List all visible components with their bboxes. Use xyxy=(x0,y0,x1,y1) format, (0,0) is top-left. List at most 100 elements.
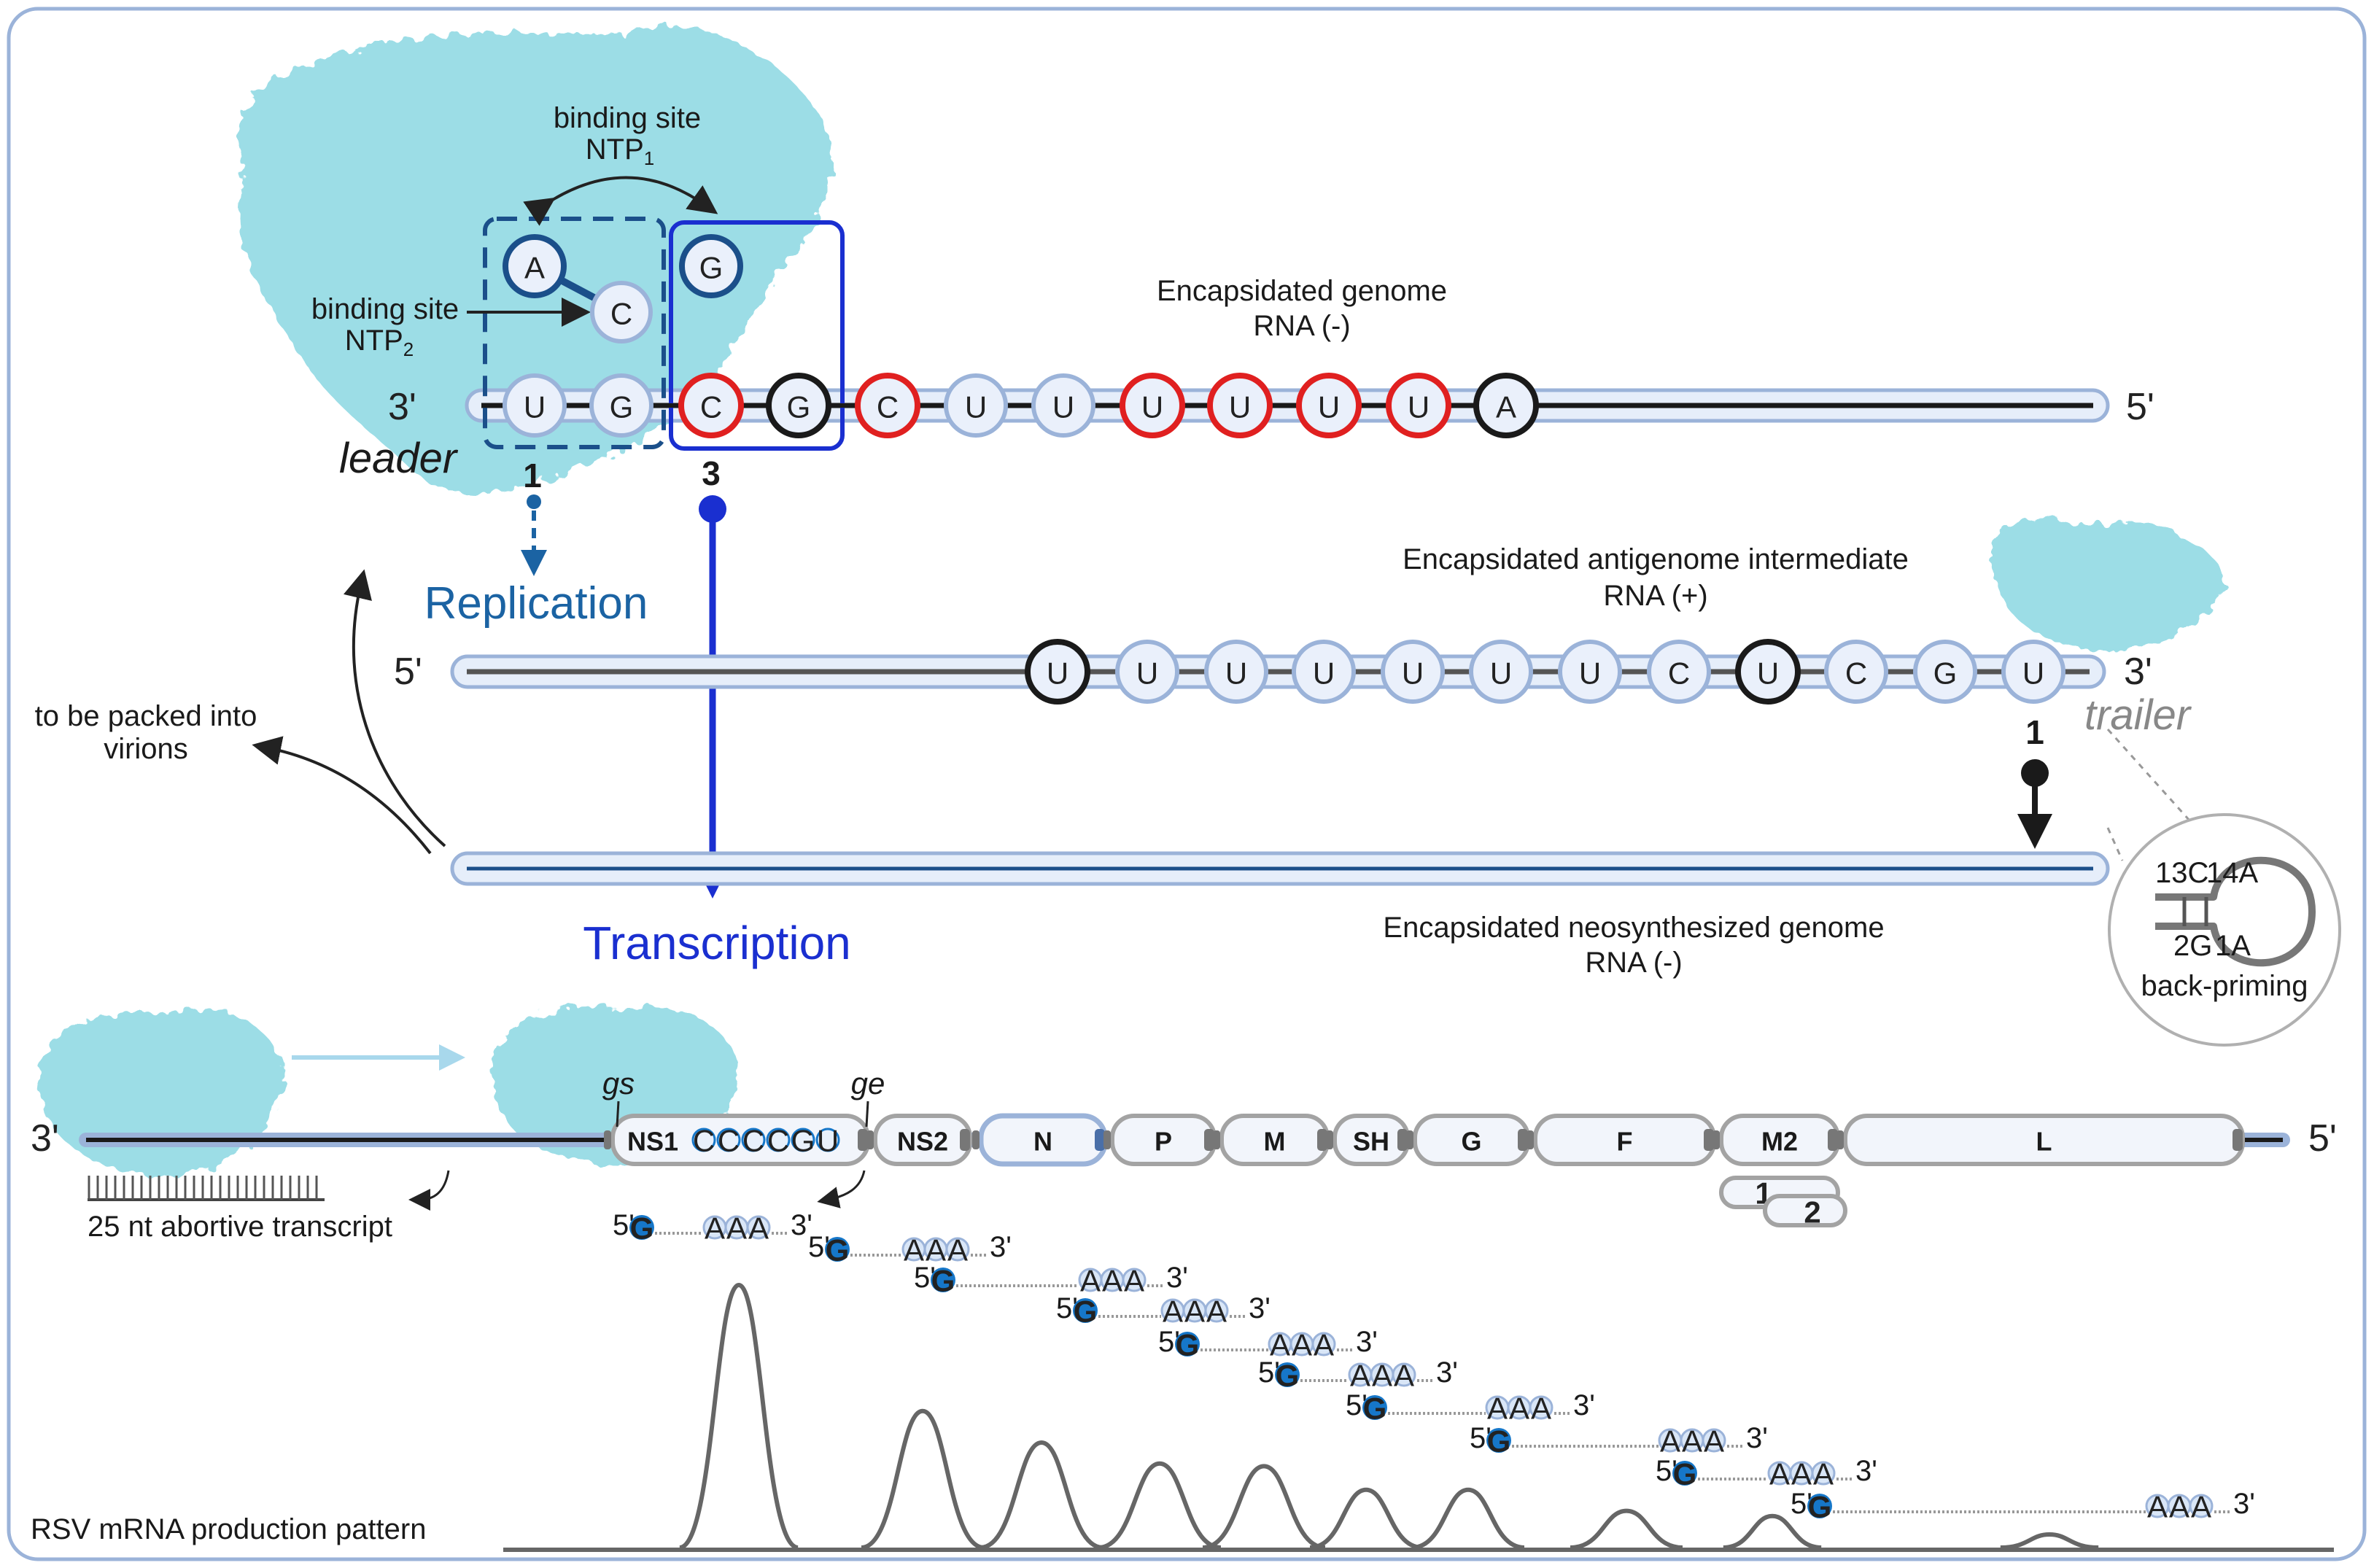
replication-loop-arrow xyxy=(343,569,446,847)
svg-text:3': 3' xyxy=(1746,1422,1768,1454)
svg-text:A: A xyxy=(1270,1328,1290,1362)
antigenome-nt-7: U xyxy=(1558,640,1622,704)
svg-text:A: A xyxy=(1791,1457,1812,1491)
svg-text:C: C xyxy=(700,390,722,424)
primer-nt-C: C xyxy=(590,281,653,344)
genome-nt-7: U xyxy=(1031,373,1095,438)
svg-text:A: A xyxy=(524,251,545,285)
svg-text:A: A xyxy=(947,1233,968,1268)
svg-text:U: U xyxy=(1490,656,1512,691)
svg-text:U: U xyxy=(1047,656,1068,691)
svg-text:A: A xyxy=(1163,1295,1183,1329)
svg-text:C: C xyxy=(610,297,632,331)
svg-text:U: U xyxy=(2022,656,2044,691)
antigenome-nt-6: U xyxy=(1469,640,1533,704)
ntp2-label: NTP2 xyxy=(345,325,414,360)
svg-text:U: U xyxy=(1579,656,1601,691)
svg-text:U: U xyxy=(1402,656,1424,691)
svg-text:G: G xyxy=(1176,1328,1200,1362)
svg-text:G: G xyxy=(787,390,811,424)
svg-text:G: G xyxy=(699,251,724,285)
svg-text:A: A xyxy=(1080,1264,1101,1298)
svg-text:3': 3' xyxy=(990,1231,1012,1263)
antigenome-nt-5: U xyxy=(1381,640,1445,704)
svg-text:A: A xyxy=(1184,1295,1205,1329)
svg-text:A: A xyxy=(1314,1328,1334,1362)
svg-text:L: L xyxy=(2036,1127,2052,1157)
svg-text:C: C xyxy=(1668,656,1690,691)
svg-text:G: G xyxy=(1276,1359,1300,1393)
svg-text:M2: M2 xyxy=(1761,1127,1798,1157)
svg-text:C: C xyxy=(742,1124,764,1158)
peak-ns2 xyxy=(861,1408,985,1550)
antigenome-nt-9: U xyxy=(1735,639,1801,705)
svg-text:U: U xyxy=(1318,390,1340,424)
gene-m2: M2 xyxy=(1712,1114,1840,1166)
antigenome-nt-1: U xyxy=(1025,639,1090,705)
packed-label: to be packed into xyxy=(35,700,257,732)
svg-text:A: A xyxy=(1509,1392,1529,1426)
back-priming-inset xyxy=(2108,813,2341,1047)
ge-label: ge xyxy=(851,1066,885,1101)
svg-text:C: C xyxy=(877,390,899,424)
trailer-label: trailer xyxy=(2084,691,2192,739)
mrna-production-peaks xyxy=(678,1282,2099,1550)
site-1-label: 1 xyxy=(523,457,542,494)
genemap-5prime: 5' xyxy=(2308,1117,2337,1160)
antigenome-nt-2: U xyxy=(1115,640,1179,704)
svg-text:G: G xyxy=(1074,1295,1098,1329)
svg-text:G: G xyxy=(791,1124,815,1158)
peak-m2 xyxy=(1723,1513,1822,1550)
leader-label: leader xyxy=(339,435,459,482)
svg-text:G: G xyxy=(1363,1392,1387,1426)
svg-text:P: P xyxy=(1155,1127,1172,1157)
svg-text:N: N xyxy=(1033,1127,1052,1157)
m2-orfs: 12 xyxy=(1719,1176,1847,1230)
ntp-swap-arrow xyxy=(523,176,718,226)
primer-nt-A: A xyxy=(503,234,567,298)
genome-nt-5: C xyxy=(855,373,920,438)
genome-nt-1: U xyxy=(503,373,567,438)
peak-n xyxy=(980,1440,1103,1550)
antigenome-nt-11: G xyxy=(1913,640,1977,704)
gene-n: N xyxy=(972,1113,1108,1167)
genome-nt-10: U xyxy=(1296,373,1362,438)
replication-label: Replication xyxy=(424,578,648,629)
svg-text:A: A xyxy=(904,1233,924,1268)
svg-text:A: A xyxy=(2191,1490,2211,1524)
svg-text:3': 3' xyxy=(1166,1262,1188,1294)
svg-text:2G: 2G xyxy=(2173,930,2212,962)
svg-text:G: G xyxy=(1933,656,1958,691)
svg-text:M: M xyxy=(1264,1127,1286,1157)
svg-text:A: A xyxy=(748,1211,769,1246)
site-3-label: 3 xyxy=(702,454,721,492)
svg-text:U: U xyxy=(1313,656,1335,691)
packing-arrow xyxy=(252,736,432,855)
genome-nt-12: A xyxy=(1473,373,1539,438)
hairpin-strand xyxy=(2155,856,2316,967)
svg-text:A: A xyxy=(1813,1457,1834,1491)
svg-text:C: C xyxy=(718,1124,740,1158)
svg-text:A: A xyxy=(926,1233,946,1268)
incoming-nt-G: G xyxy=(679,234,743,298)
neogenome-title: Encapsidated neosynthesized genome xyxy=(1383,912,1884,944)
svg-text:A: A xyxy=(1102,1264,1122,1298)
primer-nucleotides: A C G xyxy=(503,234,743,344)
peak-ns1 xyxy=(678,1282,799,1550)
svg-text:13C: 13C xyxy=(2155,857,2208,889)
svg-text:1A: 1A xyxy=(2215,930,2251,962)
genome-nt-4: G xyxy=(766,373,831,438)
gene-m: M xyxy=(1213,1114,1330,1166)
antigenome-3prime: 3' xyxy=(2124,651,2152,693)
svg-text:C: C xyxy=(767,1124,789,1158)
